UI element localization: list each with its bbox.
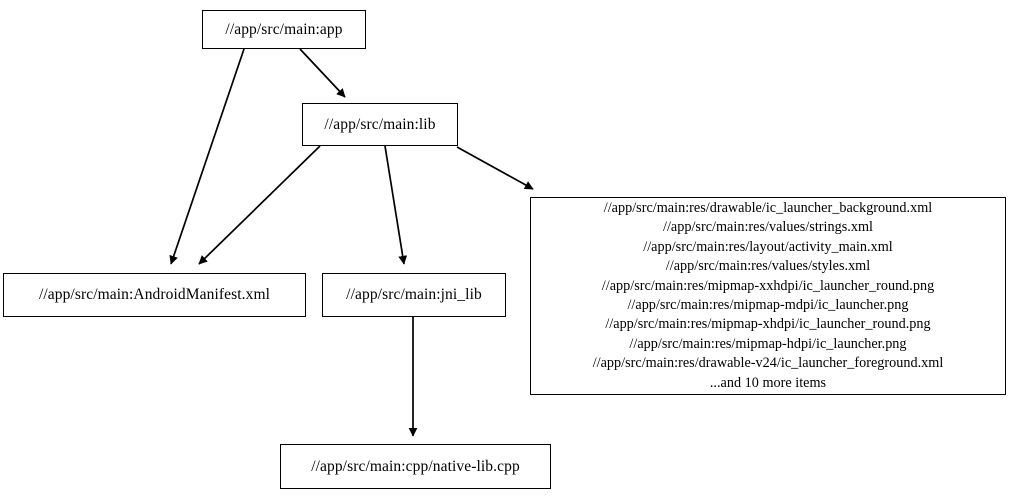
- node-lib-label: //app/src/main:lib: [324, 115, 436, 133]
- node-jni-lib-label: //app/src/main:jni_lib: [346, 286, 482, 304]
- edge-app-to-manifest: [169, 48, 245, 265]
- node-native-lib-cpp[interactable]: //app/src/main:cpp/native-lib.cpp: [280, 444, 551, 489]
- edge-lib-to-manifest: [198, 145, 321, 265]
- node-jni-lib[interactable]: //app/src/main:jni_lib: [322, 273, 506, 317]
- node-res-bundle-label: //app/src/main:res/drawable/ic_launcher_…: [592, 199, 944, 391]
- node-app[interactable]: //app/src/main:app: [202, 10, 366, 49]
- node-native-lib-cpp-label: //app/src/main:cpp/native-lib.cpp: [311, 457, 520, 475]
- node-res-bundle[interactable]: //app/src/main:res/drawable/ic_launcher_…: [530, 197, 1006, 395]
- edge-lib-to-res: [456, 146, 534, 190]
- node-lib[interactable]: //app/src/main:lib: [302, 103, 458, 146]
- node-android-manifest[interactable]: //app/src/main:AndroidManifest.xml: [3, 273, 306, 317]
- node-app-label: //app/src/main:app: [225, 20, 343, 38]
- node-android-manifest-label: //app/src/main:AndroidManifest.xml: [38, 286, 271, 304]
- edge-lib-to-jni_lib: [384, 145, 408, 265]
- edge-app-to-lib: [299, 48, 346, 98]
